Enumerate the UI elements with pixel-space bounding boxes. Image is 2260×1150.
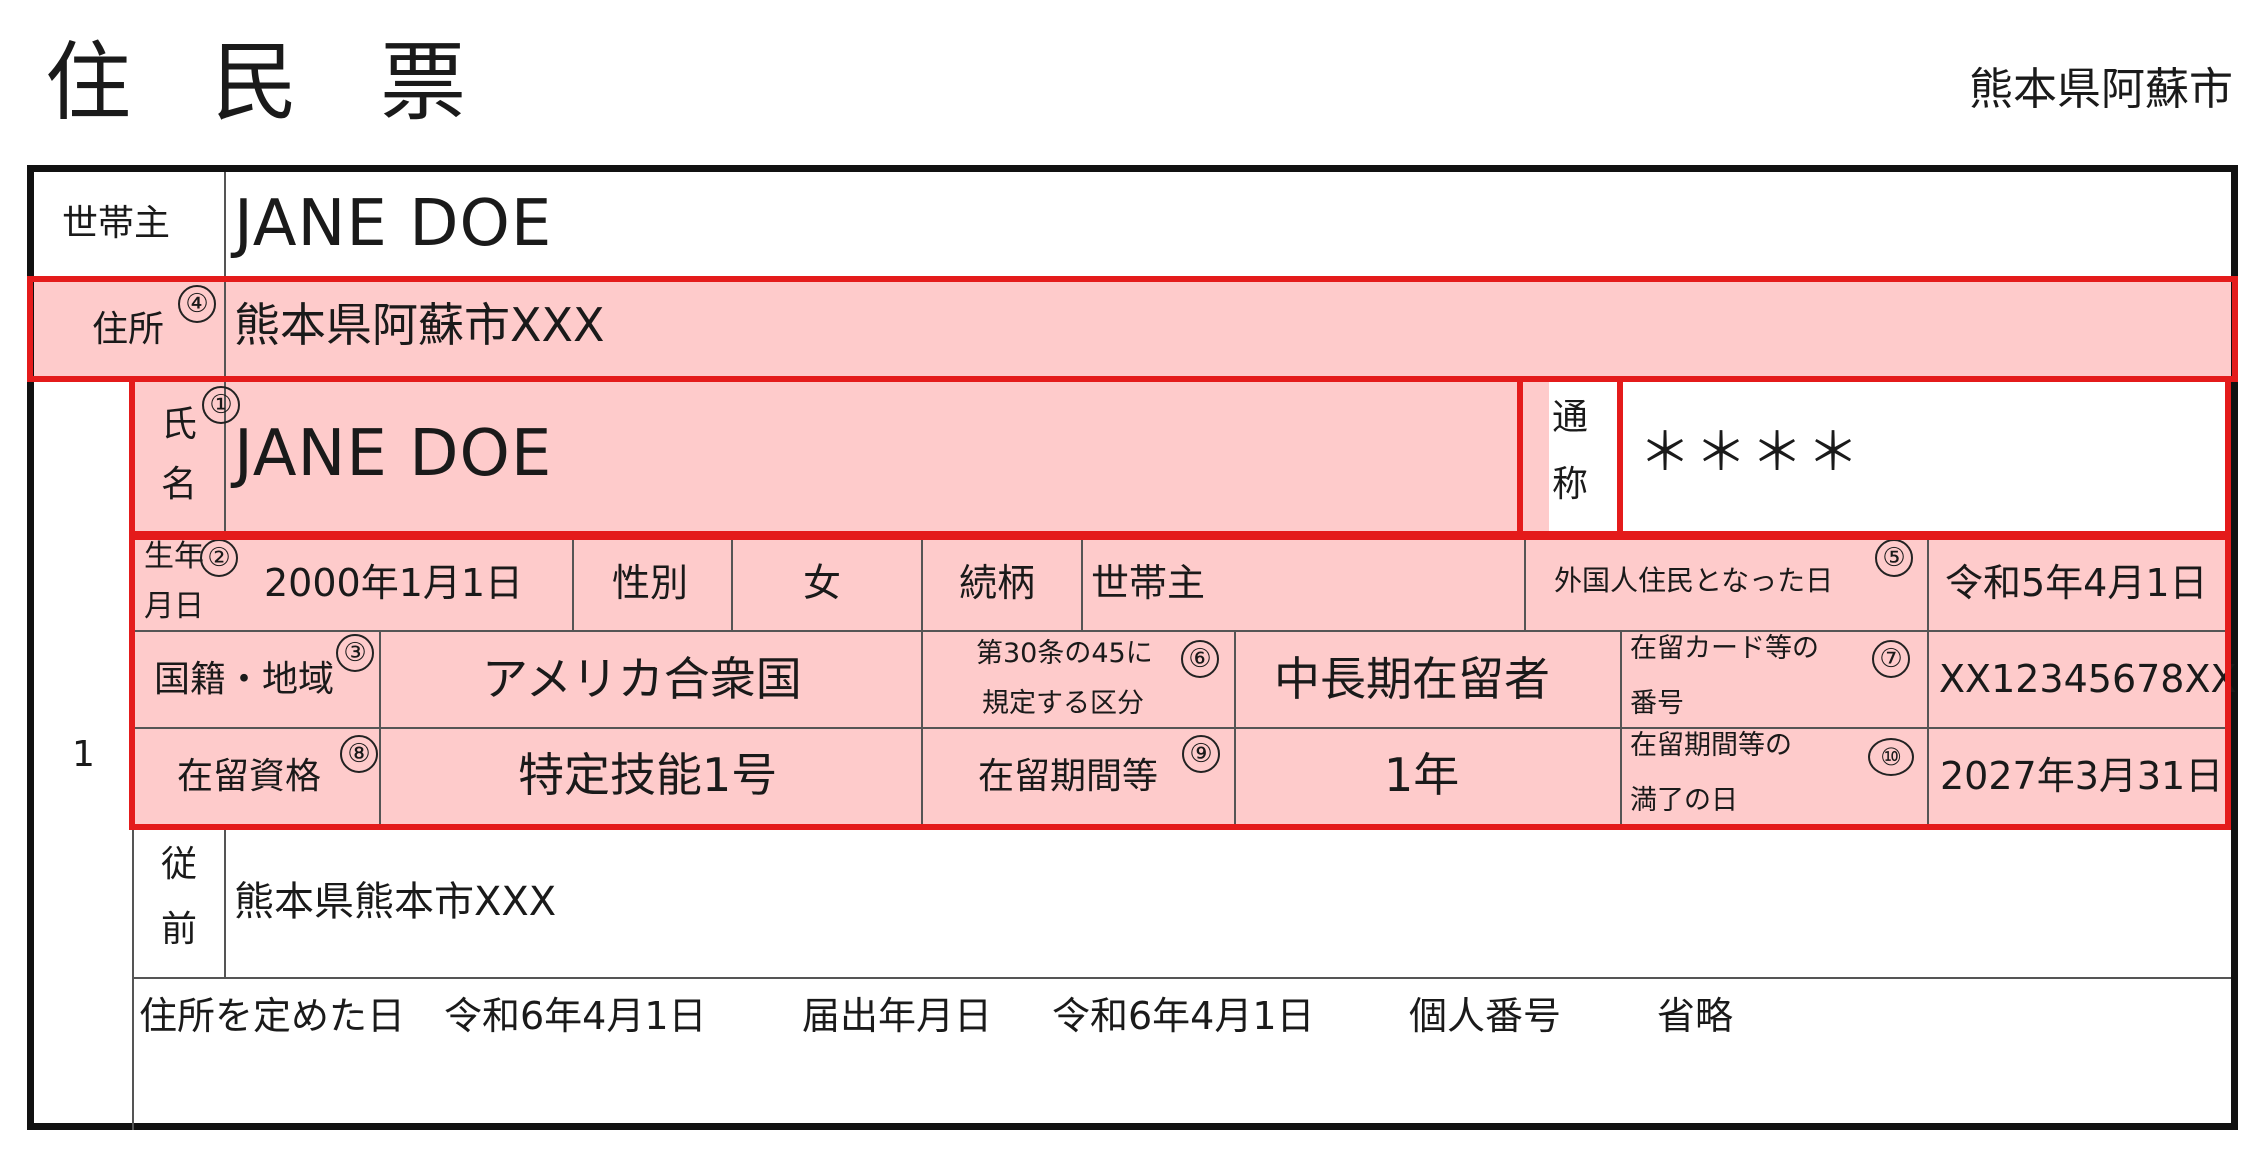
marker-10: ⑩ (1868, 738, 1914, 776)
article30-value: 中長期在留者 (1274, 652, 1550, 706)
issuing-city: 熊本県阿蘇市 (1969, 64, 2233, 115)
expiry-label-bottom: 満了の日 (1630, 785, 1738, 816)
my-number-value: 省略 (1657, 994, 1734, 1038)
marker-7: ⑦ (1872, 640, 1910, 678)
alias-label-top: 通 (1552, 397, 1589, 438)
marker-2: ② (200, 539, 238, 577)
resident-record-table: 世帯主 JANE DOE 住所 ④ 熊本県阿蘇市XXX 1 氏 名 ① JANE… (27, 165, 2238, 1130)
nationality-value: アメリカ合衆国 (482, 652, 802, 706)
detail-rows-bg (132, 534, 2231, 824)
became-resident-label: 外国人住民となった日 (1554, 564, 1834, 597)
title-char-2: 民 (212, 33, 298, 133)
address-value: 熊本県阿蘇市XXX (234, 298, 605, 352)
birth-label-bottom: 月日 (144, 589, 204, 624)
moved-date-label: 住所を定めた日 (139, 994, 406, 1038)
marker-1: ① (202, 386, 240, 424)
title-char-3: 票 (380, 33, 466, 133)
nationality-label: 国籍・地域 (154, 659, 335, 700)
became-resident-value: 令和5年4月1日 (1945, 561, 2208, 605)
status-label: 在留資格 (177, 756, 322, 797)
head-value: JANE DOE (234, 187, 553, 261)
alias-highlight (1517, 376, 2231, 540)
residence-card-value: XX12345678XX (1939, 657, 2237, 701)
period-label: 在留期間等 (978, 756, 1159, 797)
name-row-bg (132, 379, 1549, 534)
address-label: 住所 (92, 309, 165, 350)
previous-value: 熊本県熊本市XXX (234, 879, 557, 925)
address-row-bg (34, 279, 2231, 379)
marker-3: ③ (336, 634, 374, 672)
birth-label-top: 生年 (144, 539, 204, 574)
marker-9: ⑨ (1182, 735, 1220, 773)
period-value: 1年 (1384, 748, 1460, 802)
head-label: 世帯主 (62, 203, 171, 244)
filed-date-label: 届出年月日 (802, 994, 993, 1038)
birth-value: 2000年1月1日 (264, 561, 524, 605)
previous-label-top: 従 (161, 844, 198, 885)
previous-label-bottom: 前 (161, 909, 198, 950)
name-label-bottom: 名 (161, 464, 198, 505)
residence-card-label-bottom: 番号 (1630, 688, 1684, 719)
expiry-value: 2027年3月31日 (1940, 754, 2224, 798)
status-value: 特定技能1号 (518, 748, 778, 802)
marker-4: ④ (178, 285, 216, 323)
my-number-label: 個人番号 (1409, 994, 1562, 1038)
filed-date-value: 令和6年4月1日 (1052, 994, 1315, 1038)
relation-label: 続柄 (959, 561, 1036, 605)
marker-8: ⑧ (340, 735, 378, 773)
alias-label-bottom: 称 (1552, 464, 1589, 505)
alias-value: ＊＊＊＊ (1639, 423, 1864, 483)
article30-label-bottom: 規定する区分 (982, 688, 1144, 719)
marker-6: ⑥ (1181, 640, 1219, 678)
name-label-top: 氏 (161, 404, 198, 445)
relation-value: 世帯主 (1091, 561, 1206, 605)
entry-number: 1 (72, 734, 95, 775)
article30-label-top: 第30条の45に (976, 638, 1153, 669)
title-char-1: 住 (45, 33, 131, 133)
sex-label: 性別 (612, 561, 689, 605)
sex-value: 女 (803, 561, 842, 605)
moved-date-value: 令和6年4月1日 (444, 994, 707, 1038)
expiry-label-top: 在留期間等の (1630, 730, 1792, 761)
residence-card-label-top: 在留カード等の (1630, 633, 1819, 664)
name-value: JANE DOE (234, 417, 553, 491)
marker-5: ⑤ (1875, 539, 1913, 577)
